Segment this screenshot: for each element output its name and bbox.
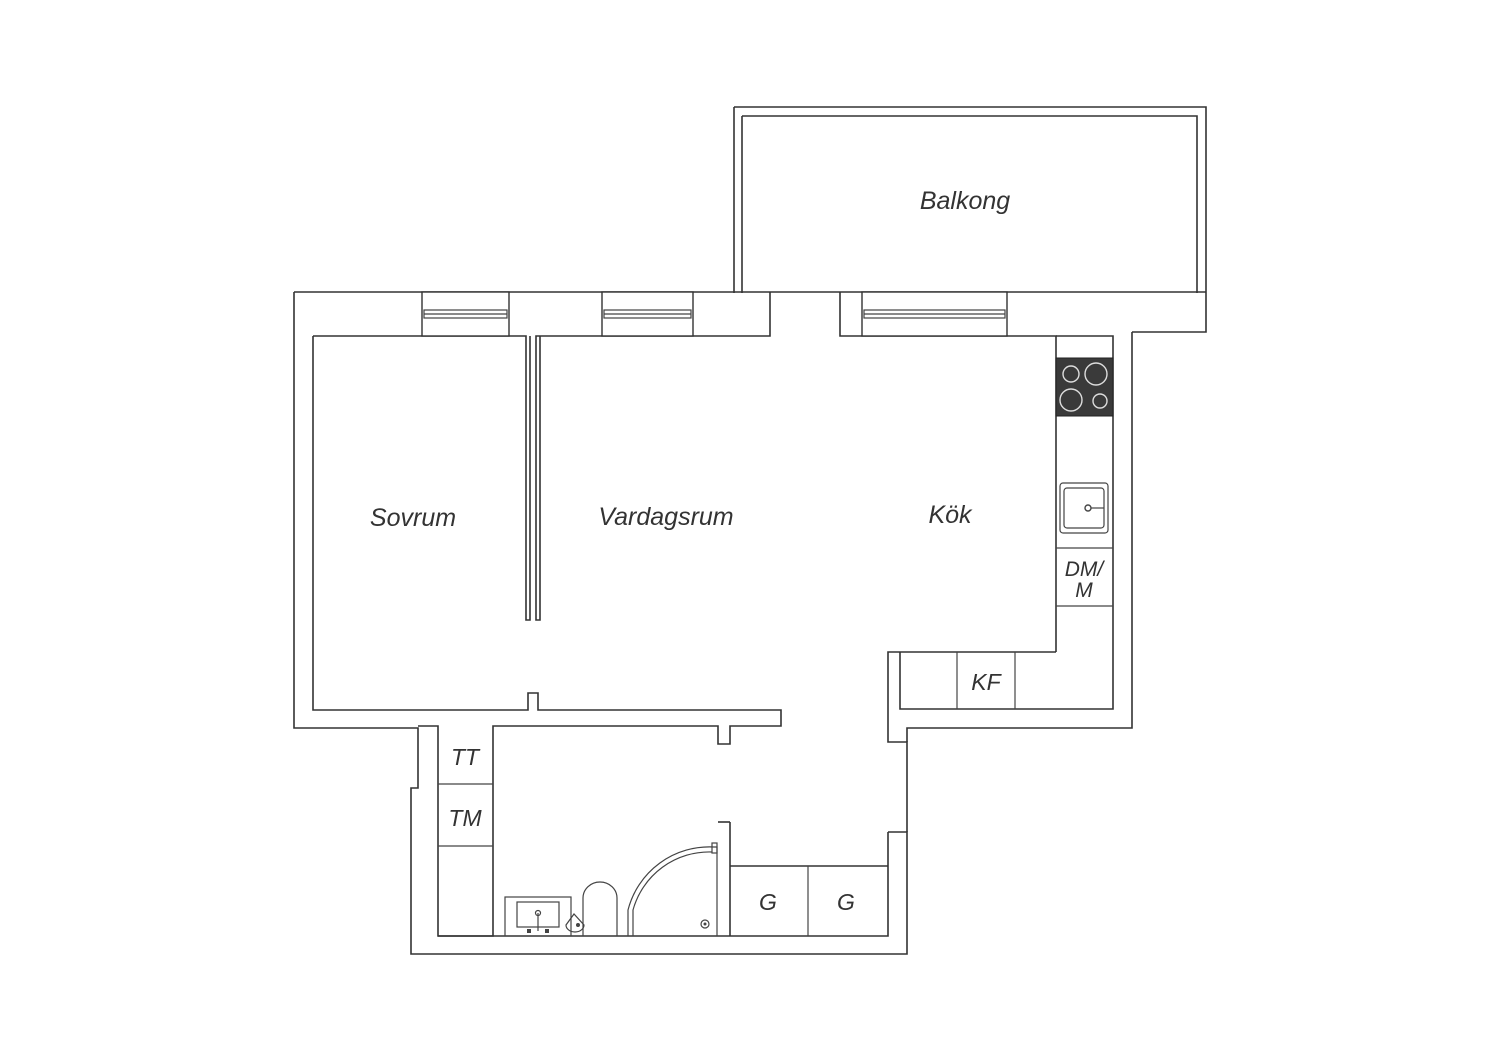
room-label-sovrum: Sovrum bbox=[370, 504, 456, 532]
wardrobe-label-2: G bbox=[837, 889, 855, 915]
kitchen-sink-icon bbox=[1059, 482, 1109, 534]
room-label-kok: Kök bbox=[928, 501, 973, 529]
washbasin-icon bbox=[504, 896, 572, 937]
balcony bbox=[733, 106, 1207, 333]
room-label-vardagsrum: Vardagsrum bbox=[598, 503, 733, 531]
microwave-label: M bbox=[1075, 579, 1093, 602]
shower-icon bbox=[627, 842, 718, 936]
window-living-room bbox=[601, 291, 694, 337]
interior-walls bbox=[312, 292, 1114, 937]
room-label-balkong: Balkong bbox=[920, 187, 1010, 215]
window-bedroom bbox=[421, 291, 510, 337]
kitchen-counter bbox=[956, 547, 1113, 709]
toilet-icon bbox=[565, 881, 618, 936]
stove-icon bbox=[1055, 357, 1114, 417]
tumble-dryer-label: TT bbox=[451, 744, 481, 770]
washing-machine-label: TM bbox=[448, 805, 482, 831]
window-kitchen bbox=[861, 291, 1008, 337]
fridge-freezer-label: KF bbox=[971, 669, 1002, 695]
dishwasher-label: DM/ bbox=[1065, 558, 1106, 581]
laundry-column bbox=[438, 783, 493, 847]
wardrobe-label-1: G bbox=[759, 889, 777, 915]
